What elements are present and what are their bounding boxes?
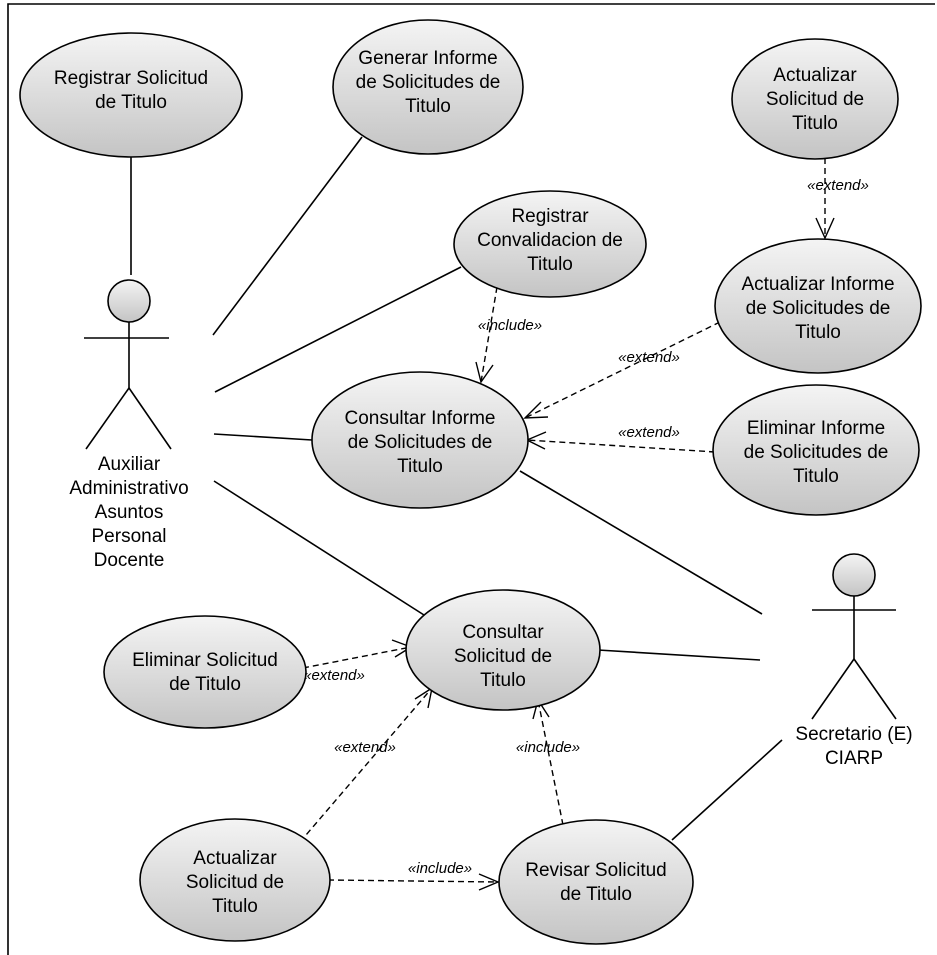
dep-include-revisar-consultar [537, 699, 564, 826]
arrowhead [523, 401, 549, 419]
stereotype-extend-actualizar-informe: «extend» [618, 349, 680, 366]
actor-label: CIARP [825, 748, 883, 769]
arrowhead [815, 217, 835, 240]
use-case-label: Eliminar Informe [747, 418, 885, 439]
assoc-auxiliar-consultar-informe [213, 433, 313, 441]
use-case-label: Actualizar [773, 65, 857, 86]
actor-left-leg [811, 658, 855, 720]
actor-label: Administrativo [69, 478, 188, 499]
use-case-label: Titulo [793, 466, 839, 487]
use-case-label: de Solicitudes de [744, 442, 889, 463]
diagram-frame [7, 3, 935, 955]
use-case-label: Titulo [795, 322, 841, 343]
assoc-auxiliar-registrar-convalidacion [214, 266, 462, 393]
dep-include-convalidacion [480, 286, 498, 383]
associations [130, 136, 783, 841]
use-case-label: Titulo [792, 113, 838, 134]
use-case-eliminar-solicitud[interactable]: Eliminar Solicitud de Titulo [103, 615, 307, 729]
use-case-label: de Titulo [560, 884, 632, 905]
assoc-secretario-revisar-solicitud [671, 739, 783, 841]
use-case-generar-informe[interactable]: Generar Informe de Solicitudes de Titulo [332, 19, 524, 155]
dep-extend-actualizar-solicitud [299, 687, 433, 843]
use-case-revisar-solicitud[interactable]: Revisar Solicitud de Titulo [498, 819, 694, 945]
stereotype-include-convalidacion: «include» [478, 317, 542, 334]
dep-include-actualizar-revisar [327, 879, 499, 883]
stereotype-extend-eliminar-solicitud: «extend» [303, 667, 365, 684]
arrowhead [478, 873, 500, 891]
actor-label: Asuntos [95, 502, 164, 523]
use-case-label: Titulo [397, 456, 443, 477]
use-case-registrar-solicitud[interactable]: Registrar Solicitud de Titulo [19, 32, 243, 158]
use-case-label: Titulo [405, 96, 451, 117]
use-case-label: Actualizar [193, 848, 277, 869]
use-case-label: Convalidacion de [477, 230, 623, 251]
use-case-label: Revisar Solicitud [525, 860, 667, 881]
use-case-label: de Titulo [169, 674, 241, 695]
assoc-secretario-consultar-solicitud [597, 649, 761, 661]
stereotype-extend-actualizar-solicitud: «extend» [334, 739, 396, 756]
actor-auxiliar[interactable]: Auxiliar Administrativo Asuntos Personal… [69, 279, 189, 571]
use-case-label: Solicitud de [186, 872, 284, 893]
use-case-label: Consultar Informe [344, 408, 495, 429]
actor-head [832, 553, 876, 597]
dependencies [299, 158, 835, 891]
use-case-label: Actualizar Informe [741, 274, 894, 295]
actor-label: Docente [94, 550, 165, 571]
actor-secretario[interactable]: Secretario (E) CIARP [795, 553, 913, 769]
actor-left-leg [85, 387, 130, 450]
use-case-label: de Titulo [95, 92, 167, 113]
stereotype-extend-eliminar-informe: «extend» [618, 424, 680, 441]
use-case-eliminar-informe[interactable]: Eliminar Informe de Solicitudes de Titul… [712, 384, 920, 516]
assoc-secretario-consultar-informe [519, 470, 763, 615]
use-case-label: de Solicitudes de [356, 72, 501, 93]
use-case-label: Titulo [212, 896, 258, 917]
use-case-consultar-informe[interactable]: Consultar Informe de Solicitudes de Titu… [311, 371, 529, 509]
use-case-registrar-convalidacion[interactable]: Registrar Convalidacion de Titulo [453, 190, 647, 298]
use-case-actualizar-solicitud-bottom[interactable]: Actualizar Solicitud de Titulo [139, 818, 331, 942]
use-case-label: de Solicitudes de [746, 298, 891, 319]
arrowhead [475, 361, 494, 384]
stereotype-extend-top: «extend» [807, 177, 869, 194]
use-case-actualizar-solicitud-top[interactable]: Actualizar Solicitud de Titulo [731, 38, 899, 160]
use-case-label: Titulo [480, 670, 526, 691]
assoc-auxiliar-consultar-solicitud [213, 480, 425, 616]
use-case-label: Consultar [462, 622, 544, 643]
use-case-label: Registrar Solicitud [54, 68, 208, 89]
assoc-auxiliar-generar-informe [212, 136, 363, 336]
stereotype-include-actualizar-revisar: «include» [408, 860, 472, 877]
use-case-label: Solicitud de [766, 89, 864, 110]
use-case-label: Eliminar Solicitud [132, 650, 278, 671]
use-case-label: Generar Informe [358, 48, 497, 69]
use-case-label: Registrar [511, 206, 589, 227]
actor-label: Secretario (E) [795, 724, 912, 745]
use-case-consultar-solicitud[interactable]: Consultar Solicitud de Titulo [405, 589, 601, 711]
dep-extend-actualizar-informe [524, 321, 721, 419]
stereotype-include-revisar-consultar: «include» [516, 739, 580, 756]
dep-extend-eliminar-solicitud [302, 646, 412, 669]
actor-right-leg [853, 658, 897, 720]
use-case-label: Titulo [527, 254, 573, 275]
actor-label: Personal [92, 526, 167, 547]
stereotype-labels: «extend» «include» «extend» «extend» «ex… [303, 177, 869, 877]
use-case-actualizar-informe[interactable]: Actualizar Informe de Solicitudes de Tit… [714, 238, 922, 374]
use-case-label: de Solicitudes de [348, 432, 493, 453]
actor-label: Auxiliar [98, 454, 161, 475]
actor-head [107, 279, 151, 323]
use-case-label: Solicitud de [454, 646, 552, 667]
dep-extend-eliminar-informe [526, 439, 716, 453]
actor-right-leg [128, 387, 172, 450]
